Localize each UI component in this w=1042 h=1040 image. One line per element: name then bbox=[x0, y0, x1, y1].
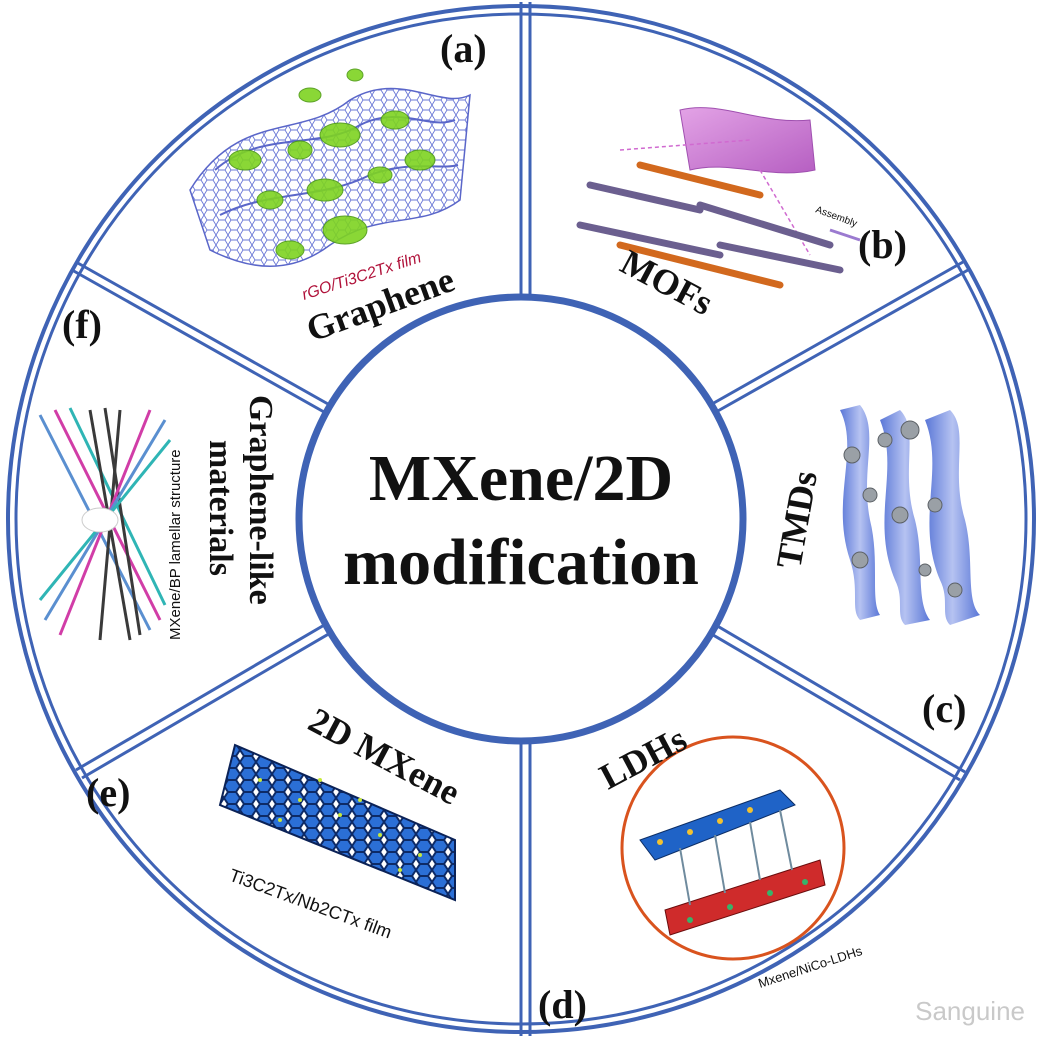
watermark: Sanguine bbox=[915, 996, 1025, 1026]
panel-tag-b: (b) bbox=[858, 222, 907, 267]
center-circle bbox=[295, 293, 747, 745]
center-title-line1: MXene/2D bbox=[369, 442, 673, 515]
ldh-structure-illustration bbox=[639, 789, 826, 936]
panel-tag-f: (f) bbox=[62, 302, 102, 347]
panel-2d-mxene: Ti3C2Tx/Nb2CTx film 2D MXene (e) bbox=[86, 700, 467, 943]
panel-graphene-like: MXene/BP lamellar structure Graphene-lik… bbox=[38, 302, 279, 641]
graphene-like-title-line1: Graphene-like bbox=[242, 395, 279, 605]
bp-lamellar-illustration bbox=[38, 407, 172, 641]
graphene-film-illustration bbox=[189, 68, 471, 267]
panel-tag-c: (c) bbox=[922, 686, 966, 731]
panel-tag-d: (d) bbox=[538, 982, 587, 1027]
panel-tag-a: (a) bbox=[440, 26, 487, 71]
tmd-sheets-illustration bbox=[840, 405, 980, 625]
panel-tmds: TMDs (c) bbox=[768, 405, 980, 731]
panel-ldhs: Mxene/NiCo-LDHs LDHs (d) bbox=[538, 719, 864, 1027]
mxene-film-caption: Ti3C2Tx/Nb2CTx film bbox=[227, 865, 395, 942]
panel-mofs: Assembly MOFs (b) bbox=[576, 107, 907, 323]
svg-text:Assembly: Assembly bbox=[814, 204, 859, 229]
sector-dividers bbox=[71, 2, 969, 1036]
panel-graphene: rGO/Ti3C2Tx film Graphene (a) bbox=[189, 26, 487, 350]
graphene-like-title-line2: materials bbox=[202, 440, 239, 576]
center-title-line2: modification bbox=[343, 526, 699, 599]
ldh-highlight-circle bbox=[620, 735, 846, 961]
panel-tag-e: (e) bbox=[86, 770, 130, 815]
mxene-film-illustration bbox=[218, 743, 456, 902]
mxene-film-dots bbox=[258, 778, 422, 872]
tmds-title: TMDs bbox=[768, 468, 824, 571]
bp-caption: MXene/BP lamellar structure bbox=[167, 449, 184, 640]
mof-assembly-illustration: Assembly bbox=[576, 107, 861, 289]
